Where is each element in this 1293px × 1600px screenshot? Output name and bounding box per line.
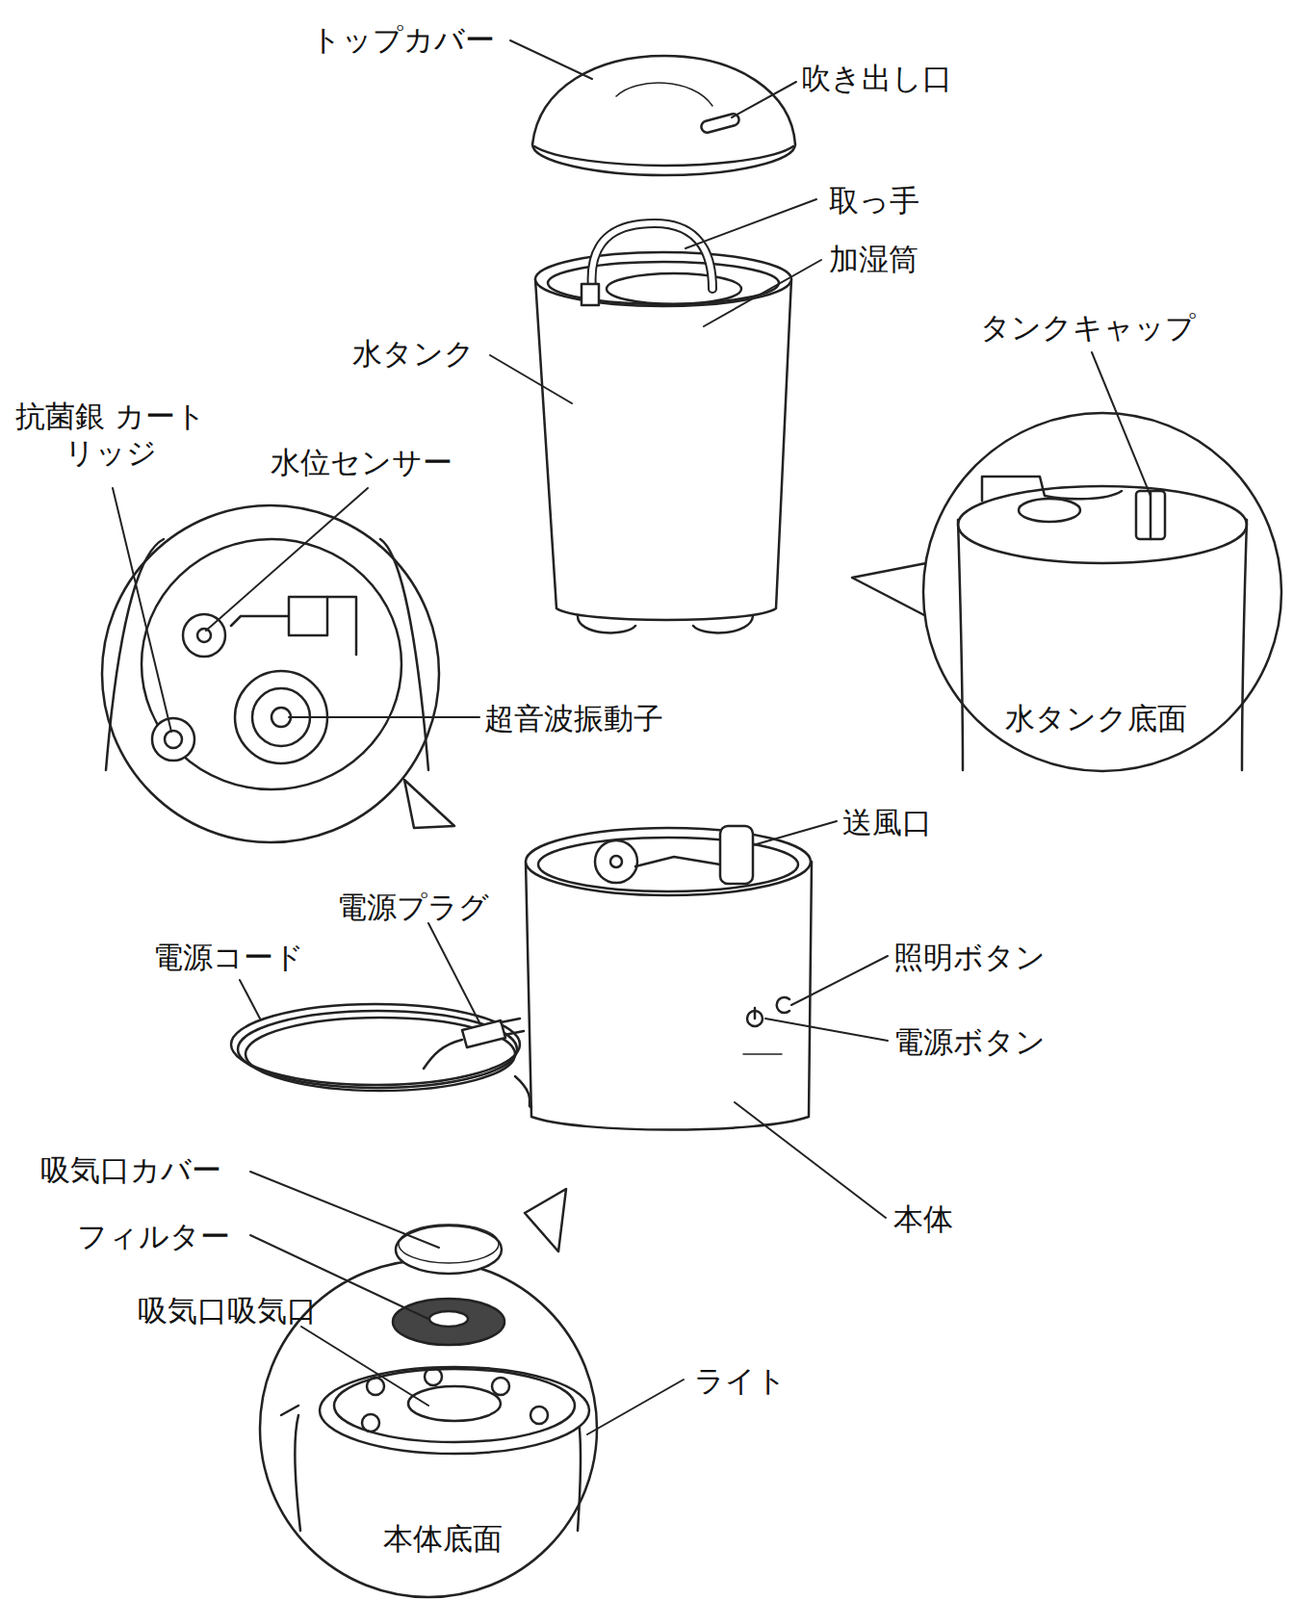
part-label: 抗菌銀 カートリッジ [9,397,212,471]
part-label: 加湿筒 [828,240,919,278]
part-label: 取っ手 [828,181,920,219]
part-label: 吸気口吸気口 [137,1292,317,1329]
part-label: 照明ボタン [893,938,1046,976]
part-label: 吹き出し口 [801,59,953,97]
part-label: 吸気口カバー [40,1151,222,1189]
part-label: 水タンク [352,335,475,372]
leader-lines [112,40,1151,1435]
power-cord-drawing [231,1004,532,1108]
part-label: 水タンク底面 [1005,699,1188,737]
part-label: 電源コード [153,938,305,976]
tank-bottom-callout [852,413,1282,772]
main-body-drawing [525,826,812,1131]
base-inside-callout [102,505,455,843]
body-bottom-callout [259,1189,597,1598]
top-cover-drawing [532,55,796,176]
part-label: ライト [694,1362,787,1399]
part-label: 電源プラグ [336,888,490,926]
part-label: 送風口 [842,803,932,841]
part-label: フィルター [77,1217,231,1255]
part-label: 水位センサー [270,443,453,481]
part-label: トップカバー [310,21,495,58]
part-label: 本体底面 [383,1520,503,1557]
part-label: 電源ボタン [893,1023,1046,1061]
water-tank-drawing [535,223,792,633]
part-label: タンクキャップ [980,309,1196,346]
part-label: 超音波振動子 [484,699,664,737]
part-label: 本体 [893,1200,954,1238]
